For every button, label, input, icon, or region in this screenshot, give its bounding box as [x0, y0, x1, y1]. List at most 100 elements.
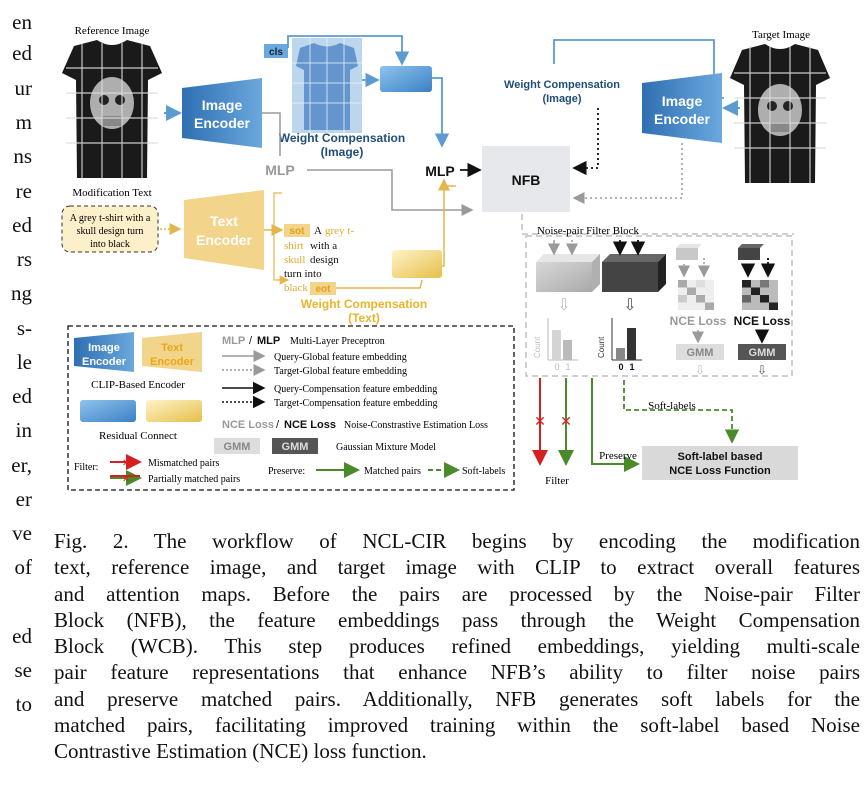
svg-text:Partially matched pairs: Partially matched pairs: [148, 474, 240, 485]
svg-text:NCE Loss Function: NCE Loss Function: [669, 465, 771, 477]
caption-line: Block (WCB). This step produces refined …: [54, 634, 860, 659]
svg-text:0: 0: [554, 362, 559, 372]
svg-text:✕: ✕: [122, 458, 130, 469]
svg-text:Count: Count: [533, 336, 542, 358]
svg-text:(Image): (Image): [542, 93, 581, 105]
svg-text:Multi-Layer Preceptron: Multi-Layer Preceptron: [290, 336, 385, 347]
svg-text:⇩: ⇩: [757, 363, 767, 377]
svg-text:NCE Loss: NCE Loss: [670, 314, 727, 328]
svg-text:Mismatched pairs: Mismatched pairs: [148, 458, 219, 469]
svg-text:Preserve:: Preserve:: [268, 466, 305, 477]
query-black-block: [602, 254, 666, 292]
svg-text:Target-Compensation feature em: Target-Compensation feature embedding: [274, 398, 438, 409]
svg-text:⇩: ⇩: [557, 295, 570, 314]
svg-text:CLIP-Based Encoder: CLIP-Based Encoder: [91, 379, 185, 391]
similarity-matrix-dark: [742, 280, 778, 310]
caption-line: matched pairs, facilitating improved tra…: [54, 713, 860, 738]
left-fragment: se: [14, 658, 33, 682]
svg-text:⇩: ⇩: [695, 363, 705, 377]
left-fragment: ve: [12, 521, 32, 545]
svg-text:A: A: [314, 225, 322, 237]
left-column-fragments: en ed ur m ns re ed rs ng s- le ed in er…: [0, 0, 40, 795]
gmm-dark: [738, 344, 786, 360]
left-fragment: er,: [11, 453, 32, 477]
caption-line: and attention maps. Before the pairs are…: [54, 581, 860, 606]
svg-text:Target-Global feature embeddin: Target-Global feature embedding: [274, 366, 407, 377]
svg-text:sot: sot: [290, 226, 306, 237]
left-fragment: rs: [16, 247, 32, 271]
svg-text:Filter: Filter: [545, 475, 569, 487]
legend-text-encoder: Text Encoder: [142, 332, 202, 372]
legend-image-encoder: Image Encoder: [74, 332, 134, 372]
image-encoder-left: Image Encoder: [182, 78, 262, 148]
svg-text:NCE Loss: NCE Loss: [222, 419, 274, 431]
svg-text:Residual Connect: Residual Connect: [99, 430, 177, 442]
cls-token: [264, 44, 288, 58]
svg-text:Image: Image: [88, 342, 120, 354]
modification-text-box: [61, 205, 159, 253]
svg-text:GMM: GMM: [224, 441, 251, 453]
svg-text:Weight Compensation: Weight Compensation: [279, 131, 405, 145]
svg-text:Soft-labels: Soft-labels: [648, 400, 696, 412]
svg-text:Noise-pair Filter Block: Noise-pair Filter Block: [537, 225, 640, 237]
svg-text:GMM: GMM: [282, 441, 309, 453]
target-tshirt-image: [730, 44, 830, 183]
legend-gmm-gray: [214, 438, 260, 454]
left-fragment: er: [15, 487, 32, 511]
svg-text:Filter:: Filter:: [74, 462, 98, 473]
svg-text:cls: cls: [269, 47, 283, 58]
svg-text:NCE Loss: NCE Loss: [734, 314, 791, 328]
left-fragment: m: [15, 110, 32, 134]
left-fragment: re: [15, 179, 32, 203]
svg-text:✕: ✕: [560, 414, 572, 430]
similarity-matrix-gray: [678, 280, 714, 310]
legend-gmm-dark: [272, 438, 318, 454]
reference-image-label: Reference Image: [75, 25, 150, 37]
svg-text:0: 0: [618, 362, 623, 372]
legend-box: [67, 325, 515, 491]
svg-text:Matched pairs: Matched pairs: [364, 466, 421, 477]
svg-text:skull: skull: [284, 254, 305, 266]
svg-text:MLP: MLP: [257, 335, 280, 347]
svg-text:MLP: MLP: [222, 335, 245, 347]
svg-text:Preserve: Preserve: [599, 450, 637, 462]
svg-text:Weight Compensation: Weight Compensation: [504, 79, 620, 91]
svg-text:Weight Compensation: Weight Compensation: [301, 297, 427, 311]
svg-text:shirt: shirt: [284, 240, 304, 252]
text-encoder: Text Encoder: [184, 190, 264, 270]
svg-text:Text: Text: [210, 213, 238, 229]
caption-line: Contrastive Estimation (NCE) loss functi…: [54, 739, 427, 764]
svg-text:Count: Count: [597, 336, 606, 358]
svg-text:Encoder: Encoder: [82, 356, 127, 368]
left-fragment: ed: [12, 384, 32, 408]
workflow-figure: Reference Image Image Encoder cls Weight…: [61, 25, 830, 491]
legend-residual-blue: [80, 400, 136, 422]
sot-token: [284, 224, 310, 237]
caption-line: text, reference image, and target image …: [54, 555, 860, 580]
legend-residual-yellow: [146, 400, 202, 422]
figure-caption: Fig. 2. The workflow of NCL-CIR begins b…: [54, 528, 860, 765]
target-gray-block: [676, 244, 702, 260]
image-encoder-right: Image Encoder: [642, 73, 722, 143]
left-fragment: en: [12, 10, 32, 34]
svg-text:/: /: [249, 335, 253, 347]
residual-block-image: [380, 66, 432, 92]
svg-text:Encoder: Encoder: [194, 115, 251, 131]
caption-line: Fig. 2. The workflow of NCL-CIR begins b…: [54, 529, 860, 553]
svg-text:eot: eot: [316, 284, 332, 295]
noise-pair-filter-block: [525, 235, 793, 377]
caption-line: and preserve matched pairs. Additionally…: [54, 686, 860, 711]
svg-text:Query-Compensation feature emb: Query-Compensation feature embedding: [274, 384, 437, 395]
svg-text:GMM: GMM: [749, 347, 776, 359]
svg-text:1: 1: [629, 362, 634, 372]
svg-text:(Text): (Text): [348, 311, 380, 325]
left-fragment: in: [15, 418, 32, 442]
svg-text:(Image): (Image): [321, 145, 364, 159]
svg-text:NFB: NFB: [512, 172, 541, 188]
svg-text:Encoder: Encoder: [150, 356, 195, 368]
attention-map-image: [292, 38, 362, 133]
query-gray-block: [536, 254, 600, 292]
svg-text:MLP: MLP: [265, 162, 295, 178]
svg-text:✕: ✕: [534, 414, 546, 430]
svg-text:A grey t-shirt with a: A grey t-shirt with a: [70, 213, 151, 224]
